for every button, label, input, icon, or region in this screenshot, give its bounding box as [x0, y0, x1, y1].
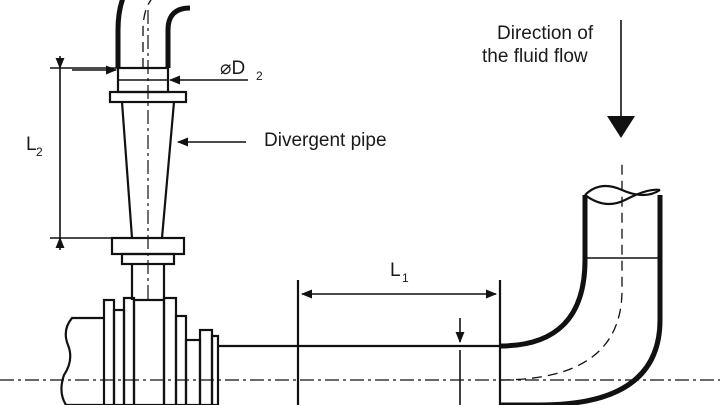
diameter-label: ⌀D: [220, 58, 245, 79]
diameter-subscript: 2: [256, 69, 263, 83]
l2-dimension: [50, 56, 118, 250]
pump-body: [60, 296, 220, 405]
right-elbow: [499, 160, 663, 405]
diameter-dimension: [72, 65, 248, 85]
l2-subscript: 2: [36, 145, 43, 159]
l1-label: L: [390, 260, 401, 281]
top-elbow: [115, 0, 191, 68]
flow-label-line1: Direction of: [497, 23, 594, 44]
l1-subscript: 1: [402, 271, 409, 285]
divergent-pipe-label: Divergent pipe: [264, 130, 387, 151]
flow-direction-arrow: [607, 20, 635, 138]
flow-label-line2: the fluid flow: [482, 46, 588, 67]
discharge-pipe: [130, 264, 166, 300]
divergent-pipe-shape: [120, 101, 176, 239]
suction-pipe: [218, 280, 502, 405]
l2-label: L: [26, 134, 37, 155]
